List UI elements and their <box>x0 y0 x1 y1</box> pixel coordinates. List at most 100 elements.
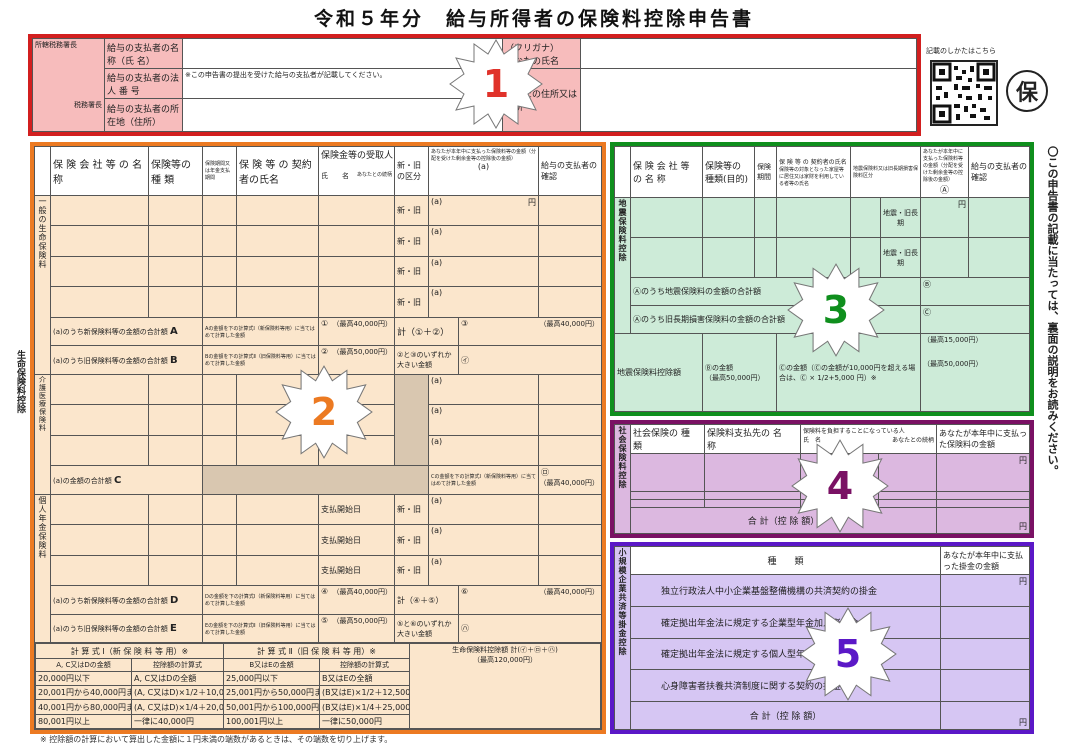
row-input[interactable] <box>702 237 755 278</box>
payer-address-input[interactable] <box>182 98 503 132</box>
amount-cell[interactable]: (a)円 <box>427 194 540 227</box>
amount-cell[interactable]: (a) <box>427 554 540 587</box>
row-input[interactable] <box>236 493 319 526</box>
pension-start-cell[interactable]: 支払開始日 <box>318 524 395 556</box>
c-cell[interactable]: Ⓒ <box>920 305 1030 334</box>
row-input[interactable] <box>704 453 801 492</box>
row-input[interactable] <box>50 286 149 318</box>
result-2[interactable]: ②（最高50,000円） <box>318 345 395 375</box>
your-address-input[interactable] <box>580 68 917 132</box>
row-input[interactable] <box>968 237 1030 278</box>
row-input[interactable] <box>318 225 395 257</box>
payer-number-input[interactable]: ※この申告書の提出を受けた給与の支払者が記載してください。 <box>182 68 503 99</box>
row-input[interactable] <box>236 225 319 257</box>
row-input[interactable] <box>538 434 602 467</box>
row-input[interactable] <box>202 524 237 556</box>
amount-cell[interactable]: (a) <box>427 404 540 436</box>
row-input[interactable] <box>50 493 149 526</box>
row-input[interactable] <box>148 225 203 257</box>
shinkyu-cell[interactable]: 新・旧 <box>394 493 429 526</box>
row-input[interactable] <box>704 490 801 500</box>
row-input[interactable] <box>148 286 203 318</box>
row-input[interactable] <box>50 194 149 227</box>
row-input[interactable] <box>754 197 777 238</box>
row-input[interactable] <box>704 498 801 509</box>
row-input[interactable] <box>776 197 851 238</box>
row-input[interactable] <box>318 286 395 318</box>
row-input[interactable] <box>236 194 319 227</box>
row-input[interactable] <box>630 453 705 492</box>
total-life-deduction[interactable]: 生命保険料控除額 計(㋑＋㋺＋㋩) （最高120,000円） <box>409 643 601 729</box>
b-amount-cell[interactable]: Ⓑの金額（最高50,000円） <box>702 333 777 412</box>
row-input[interactable] <box>50 225 149 257</box>
row-input[interactable] <box>202 255 237 288</box>
row-input[interactable] <box>148 194 203 227</box>
result-ha[interactable]: ㋩ <box>458 613 602 644</box>
row-input[interactable] <box>202 373 237 406</box>
row-input[interactable] <box>236 554 319 587</box>
row-input[interactable] <box>50 554 149 587</box>
row-input[interactable] <box>202 434 237 467</box>
b-cell[interactable]: Ⓑ <box>920 277 1030 306</box>
row-input[interactable] <box>630 237 703 278</box>
row-input[interactable] <box>630 498 705 509</box>
row-input[interactable] <box>538 493 602 526</box>
row-input[interactable] <box>630 197 703 238</box>
amount-cell[interactable]: (a) <box>427 434 540 467</box>
row-input[interactable] <box>50 524 149 556</box>
row-input[interactable] <box>236 255 319 288</box>
row-input[interactable] <box>754 237 777 278</box>
row-input[interactable] <box>202 493 237 526</box>
shinkyu-cell[interactable]: 新・旧 <box>394 524 429 556</box>
row-input[interactable] <box>968 197 1030 238</box>
shinkyu-cell[interactable]: 新・旧 <box>394 255 429 288</box>
qr-code-icon[interactable] <box>930 60 998 126</box>
shinkyu-cell[interactable]: 新・旧 <box>394 286 429 318</box>
row-input[interactable] <box>538 554 602 587</box>
amount-cell[interactable] <box>936 498 1030 509</box>
s4-total-amount[interactable]: 円 <box>936 507 1030 534</box>
row-input[interactable] <box>538 286 602 318</box>
row-input[interactable] <box>202 225 237 257</box>
row-input[interactable] <box>148 524 203 556</box>
row-input[interactable] <box>50 434 149 467</box>
row-input[interactable] <box>202 404 237 436</box>
row-input[interactable] <box>538 194 602 227</box>
row-input[interactable] <box>202 554 237 587</box>
row-input[interactable] <box>236 286 319 318</box>
amount-cell[interactable]: (a) <box>427 286 540 318</box>
row-input[interactable] <box>148 554 203 587</box>
result-6[interactable]: ⑥（最高40,000円） <box>458 585 602 615</box>
row-input[interactable] <box>50 373 149 406</box>
amount-cell[interactable] <box>940 637 1030 671</box>
shinkyu-cell[interactable]: 新・旧 <box>394 194 429 227</box>
result-2-sum[interactable]: ③（最高40,000円） <box>458 316 602 347</box>
amount-cell[interactable]: 円 <box>936 453 1030 492</box>
amount-cell[interactable]: 円 <box>940 574 1030 607</box>
row-input[interactable] <box>148 434 203 467</box>
row-input[interactable] <box>538 373 602 406</box>
payer-name-input[interactable] <box>182 38 503 69</box>
row-input[interactable] <box>148 373 203 406</box>
result-5[interactable]: ⑤（最高50,000円） <box>318 613 395 644</box>
row-input[interactable] <box>148 255 203 288</box>
pension-start-cell[interactable]: 支払開始日 <box>318 554 395 587</box>
amount-cell[interactable]: 円 <box>920 197 970 238</box>
row-input[interactable] <box>202 194 237 227</box>
row-input[interactable] <box>538 225 602 257</box>
result-4[interactable]: ④（最高40,000円） <box>318 585 395 615</box>
row-input[interactable] <box>538 524 602 556</box>
s5-total-amount[interactable]: 円 <box>940 701 1030 730</box>
row-input[interactable] <box>318 255 395 288</box>
shinkyu-cell[interactable]: 新・旧 <box>394 225 429 257</box>
amount-cell[interactable] <box>940 605 1030 639</box>
pension-start-cell[interactable]: 支払開始日 <box>318 493 395 526</box>
row-input[interactable] <box>50 255 149 288</box>
row-input[interactable] <box>202 286 237 318</box>
amount-cell[interactable]: (a) <box>427 225 540 257</box>
row-input[interactable] <box>318 194 395 227</box>
amount-cell[interactable]: (a) <box>427 373 540 406</box>
amount-cell[interactable] <box>940 669 1030 702</box>
row-input[interactable] <box>630 490 705 500</box>
amount-cell[interactable]: (a) <box>427 524 540 556</box>
